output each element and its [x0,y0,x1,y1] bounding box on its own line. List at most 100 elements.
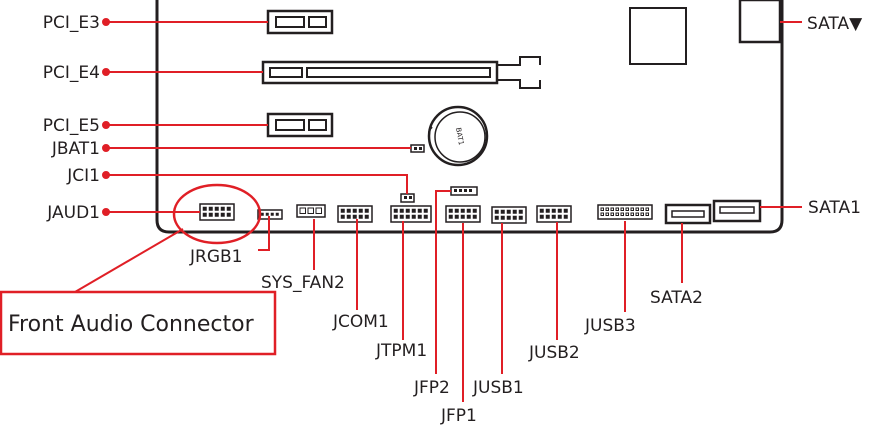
jtpm1-header-pin [393,214,398,219]
battery-label: BAT1 [454,127,465,146]
label-sata2: SATA2 [650,288,703,308]
jusb1-header-pin [500,215,505,220]
jtpm1-header-pin [417,214,422,219]
jfp1-header-pin [466,208,471,213]
jtpm1-header-pin [405,208,410,213]
jusb1-header-pin [506,209,511,214]
label-pci-e5: PCI_E5 [43,116,100,136]
sys-fan2-header-frame [296,204,326,218]
jtpm1-header-pin [405,214,410,219]
label-jusb3: JUSB3 [584,316,636,336]
jfp1-header-pin [454,214,459,219]
jtpm1-header-pin [423,208,428,213]
jusb3-header-pin [620,212,624,216]
sys-fan2-header-pin [315,207,322,214]
jtpm1-header-pin [399,214,404,219]
jusb2-header-pin [545,208,550,213]
pin-headers [199,203,653,224]
jtpm1-header-pin [399,208,404,213]
jcom1-header-pin [346,208,351,213]
sata1-connector [712,199,762,223]
jaud1-highlight-ellipse [172,183,262,245]
jfp1-header [445,205,481,223]
callout-text: Front Audio Connector [8,312,255,337]
jusb2-header-pin [551,214,556,219]
jusb1-header-pin [494,209,499,214]
sys-fan2-header-pin [307,207,314,214]
jaud1-header-pin [220,212,225,217]
jcom1-header-pin [364,214,369,219]
jusb2-header-pin [557,208,562,213]
jusb1-header-pin [518,215,523,220]
jfp1-header-pin [472,214,477,219]
jaud1-header [199,203,235,221]
jusb2-header [536,205,572,223]
label-jcom1: JCOM1 [332,312,389,332]
jaud1-header-pin [214,212,219,217]
chipset-chip [629,7,687,65]
jtpm1-header [390,205,432,223]
jusb3-header-pin [620,207,624,211]
sata-top-connector [738,0,782,44]
jusb3-header-pin [625,207,629,211]
jcom1-header-pin [340,214,345,219]
jusb3-header [597,204,653,220]
pci-e5-slot [266,112,334,138]
jusb2-header-pin [539,208,544,213]
label-jrgb1: JRGB1 [189,247,242,267]
jusb2-header-pin [557,214,562,219]
jcom1-header-frame [337,205,373,223]
sys-fan2-header [296,204,326,218]
jfp1-header-frame [445,205,481,223]
jcom1-header [337,205,373,223]
battery-bat1 [427,105,489,167]
label-sys-fan2: SYS_FAN2 [261,273,345,293]
jfp1-header-pin [466,214,471,219]
jusb2-header-pin [545,214,550,219]
jusb2-header-frame [536,205,572,223]
jci1-header [400,193,415,203]
callout-box [0,290,277,356]
jusb3-header-pin [610,207,614,211]
jusb2-header-pin [563,214,568,219]
jusb2-header-pin [539,214,544,219]
label-jusb1: JUSB1 [472,378,524,398]
jusb3-header-pin [640,207,644,211]
jusb1-header-frame [491,206,527,224]
jtpm1-header-pin [423,214,428,219]
jaud1-header-pin [220,206,225,211]
jrgb1-header [257,209,283,220]
jusb3-header-pin [635,207,639,211]
jbat1-header [410,144,425,153]
pci-e3-slot [266,9,334,35]
jusb3-header-pin [645,212,649,216]
label-jbat1: JBAT1 [51,139,100,159]
jcom1-header-pin [340,208,345,213]
jrgb1-header-pin [270,212,274,216]
jcom1-header-pin [364,208,369,213]
jusb3-header-pin [605,207,609,211]
label-jfp2: JFP2 [413,378,450,398]
jusb1-header-pin [518,209,523,214]
jtpm1-header-pin [417,208,422,213]
jusb3-header-pin [605,212,609,216]
sys-fan2-header-pin [299,207,306,214]
pci-e4-slot [261,56,541,89]
jfp1-header-pin [460,214,465,219]
jusb1-header [491,206,527,224]
jcom1-header-pin [346,214,351,219]
label-sata1: SATA1 [808,198,861,218]
jrgb1-header-pin [265,212,269,216]
jusb3-header-frame [597,204,653,220]
jfp1-header-pin [448,208,453,213]
jtpm1-header-pin [393,208,398,213]
jrgb1-header-pin [260,212,264,216]
jusb3-header-pin [625,212,629,216]
jusb1-header-pin [512,209,517,214]
jfp1-header-pin [454,208,459,213]
jtpm1-header-pin [411,208,416,213]
label-jci1: JCI1 [66,166,100,186]
jaud1-header-pin [208,206,213,211]
jaud1-header-pin [202,212,207,217]
jusb3-header-pin [640,212,644,216]
